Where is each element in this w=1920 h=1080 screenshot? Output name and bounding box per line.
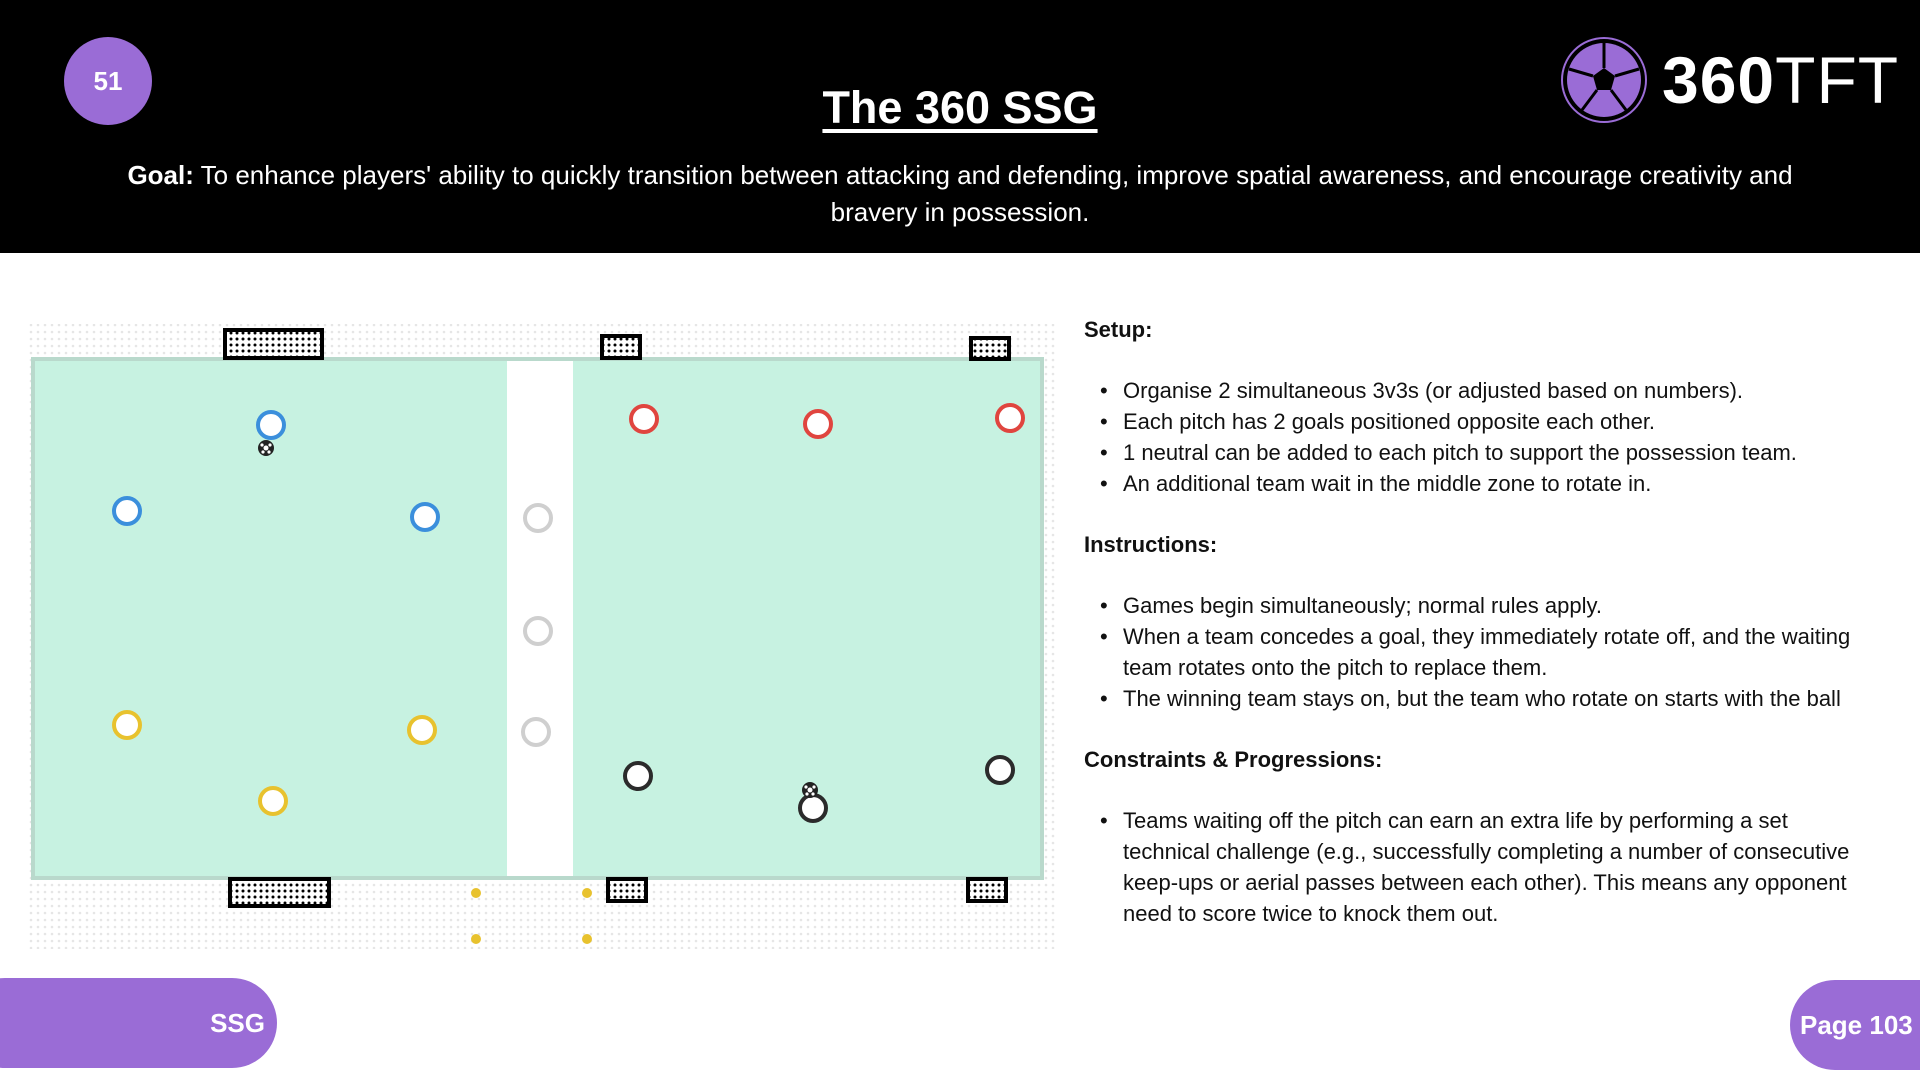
pitch-diagram xyxy=(27,324,1055,949)
constraints-list: Teams waiting off the pitch can earn an … xyxy=(1084,805,1874,929)
cone xyxy=(471,888,481,898)
player-neutral xyxy=(523,503,553,533)
player-yellow xyxy=(258,786,288,816)
goal-top-right xyxy=(969,336,1011,361)
cone xyxy=(582,934,592,944)
list-item: The winning team stays on, but the team … xyxy=(1084,683,1874,714)
pitch-border xyxy=(31,357,1044,880)
goal-top-left xyxy=(223,328,324,360)
list-item: Organise 2 simultaneous 3v3s (or adjuste… xyxy=(1084,375,1874,406)
player-neutral xyxy=(521,717,551,747)
list-item: 1 neutral can be added to each pitch to … xyxy=(1084,437,1874,468)
list-item: Each pitch has 2 goals positioned opposi… xyxy=(1084,406,1874,437)
goal-description: To enhance players' ability to quickly t… xyxy=(193,160,1793,227)
goal-text: Goal: To enhance players' ability to qui… xyxy=(120,157,1800,231)
page-title: The 360 SSG xyxy=(822,82,1098,133)
player-yellow xyxy=(112,710,142,740)
goal-bottom-left xyxy=(228,877,331,908)
player-neutral xyxy=(523,616,553,646)
goal-top-mid xyxy=(600,334,642,360)
goal-label: Goal: xyxy=(127,160,194,190)
player-black xyxy=(985,755,1015,785)
player-red xyxy=(995,403,1025,433)
player-yellow xyxy=(407,715,437,745)
list-item: Games begin simultaneously; normal rules… xyxy=(1084,590,1874,621)
player-blue xyxy=(256,410,286,440)
section-tab: SSG xyxy=(0,978,277,1068)
ball-icon xyxy=(802,782,818,798)
logo-text: 360TFT xyxy=(1662,43,1900,117)
cone xyxy=(471,934,481,944)
goals xyxy=(223,328,1011,908)
player-black xyxy=(798,793,828,823)
cones xyxy=(471,888,592,944)
session-info: Setup: Organise 2 simultaneous 3v3s (or … xyxy=(1084,314,1874,959)
cone xyxy=(582,888,592,898)
slide-number-badge: 51 xyxy=(64,37,152,125)
goal-bottom-right xyxy=(966,877,1008,903)
instructions-heading: Instructions: xyxy=(1084,532,1218,557)
player-black xyxy=(623,761,653,791)
goal-bottom-mid xyxy=(606,877,648,903)
setup-list: Organise 2 simultaneous 3v3s (or adjuste… xyxy=(1084,375,1874,499)
player-red xyxy=(629,404,659,434)
setup-heading: Setup: xyxy=(1084,317,1153,342)
player-blue xyxy=(112,496,142,526)
instructions-list: Games begin simultaneously; normal rules… xyxy=(1084,590,1874,714)
list-item: An additional team wait in the middle zo… xyxy=(1084,468,1874,499)
constraints-heading: Constraints & Progressions: xyxy=(1084,747,1383,772)
page-number: Page 103 xyxy=(1790,980,1920,1070)
player-blue xyxy=(410,502,440,532)
ball-icon xyxy=(258,440,274,456)
logo: 360TFT xyxy=(1560,36,1899,124)
list-item: Teams waiting off the pitch can earn an … xyxy=(1084,805,1874,929)
soccer-ball-logo-icon xyxy=(1561,37,1647,123)
player-red xyxy=(803,409,833,439)
list-item: When a team concedes a goal, they immedi… xyxy=(1084,621,1874,683)
header-bar: 51 The 360 SSG Goal: To enhance players'… xyxy=(0,0,1920,253)
